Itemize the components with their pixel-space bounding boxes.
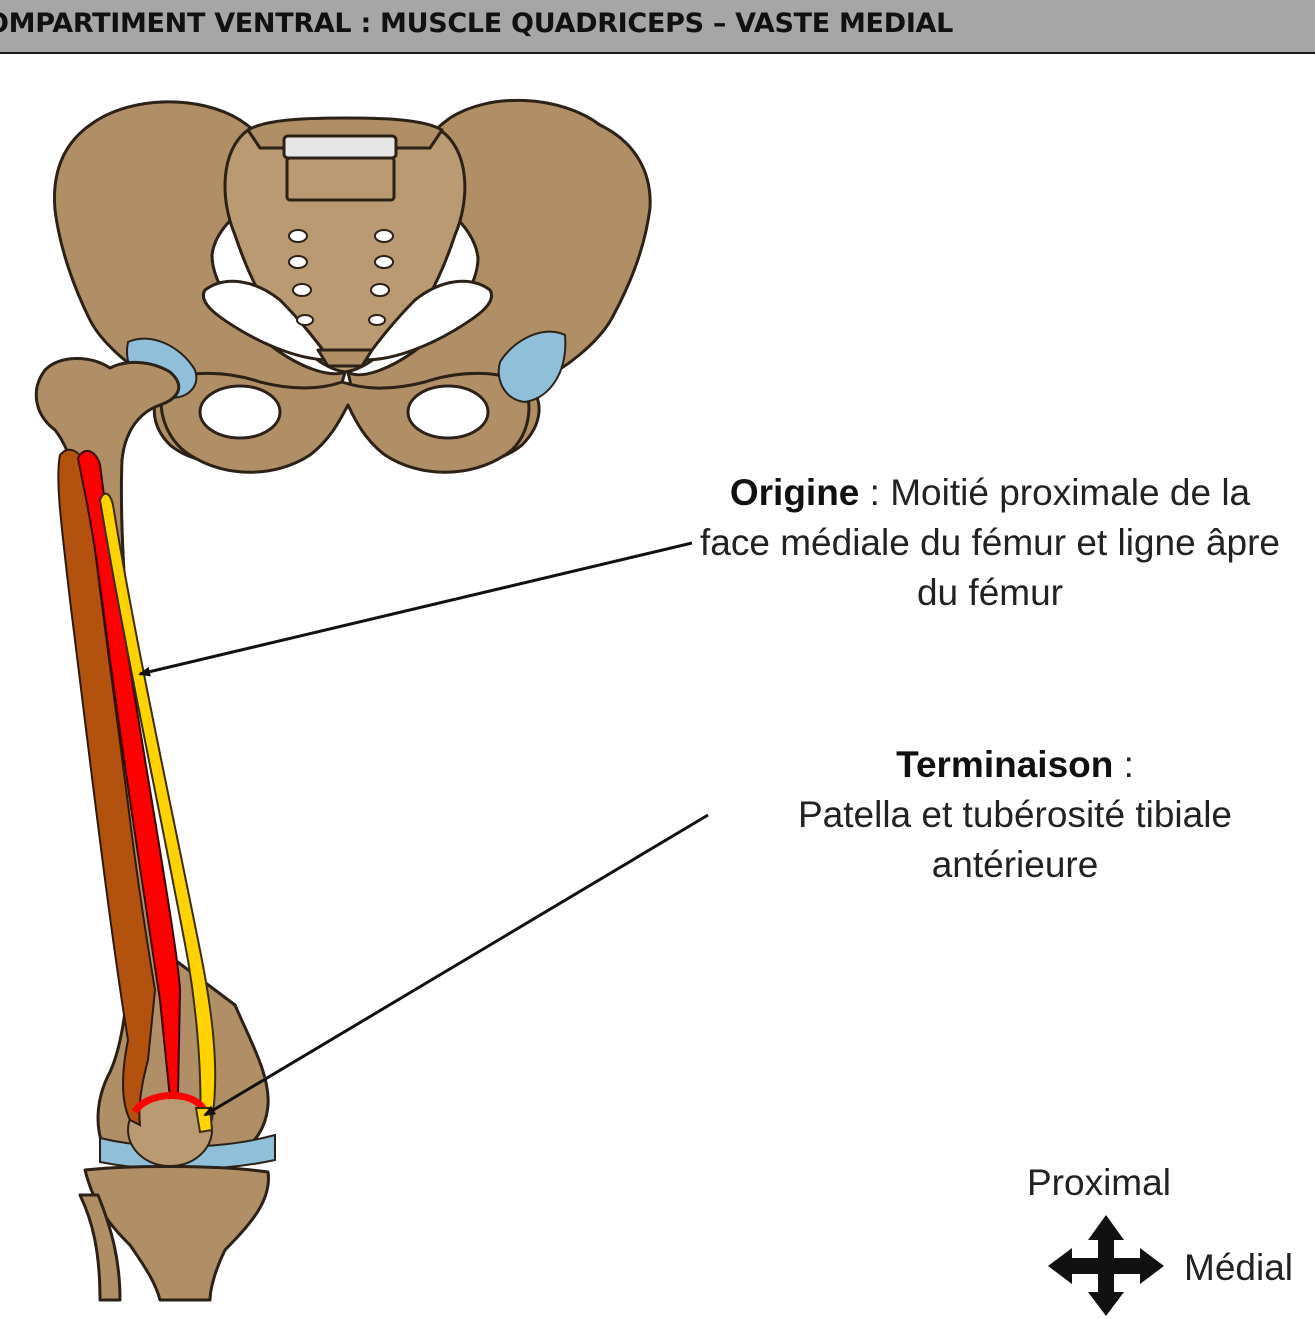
right-obturator-foramen	[406, 384, 490, 440]
termination-heading: Terminaison	[896, 744, 1114, 785]
medial-tendon	[98, 492, 217, 1133]
origin-separator: :	[859, 472, 891, 513]
termination-text: Patella et tubérosité tibiale antérieure	[798, 794, 1232, 885]
origin-annotation: Origine : Moitié proximale de la face mé…	[700, 468, 1280, 618]
right-hip-cartilage	[497, 330, 567, 404]
title-bar: OMPARTIMENT VENTRAL : MUSCLE QUADRICEPS …	[0, 0, 1315, 54]
termination-callout-line	[203, 813, 709, 1117]
orientation-cross-icon	[1048, 1215, 1164, 1316]
vertebral-disc	[282, 134, 398, 160]
vertebral-body	[285, 156, 396, 202]
pelvis	[53, 98, 652, 474]
termination-annotation: Terminaison : Patella et tubérosité tibi…	[740, 740, 1290, 890]
proximal-label: Proximal	[1027, 1162, 1171, 1203]
coccyx	[316, 348, 374, 368]
medial-label: Médial	[1184, 1247, 1293, 1288]
tibia	[78, 1164, 270, 1302]
left-obturator-foramen	[198, 384, 282, 440]
origin-text: Moitié proximale de la face médiale du f…	[700, 472, 1281, 613]
origin-callout-line	[138, 541, 693, 677]
patellar-insertion	[131, 1092, 209, 1115]
page-title: OMPARTIMENT VENTRAL : MUSCLE QUADRICEPS …	[0, 8, 954, 39]
termination-separator: :	[1113, 744, 1134, 785]
origin-heading: Origine	[729, 472, 860, 513]
sacral-foramina	[288, 229, 394, 326]
